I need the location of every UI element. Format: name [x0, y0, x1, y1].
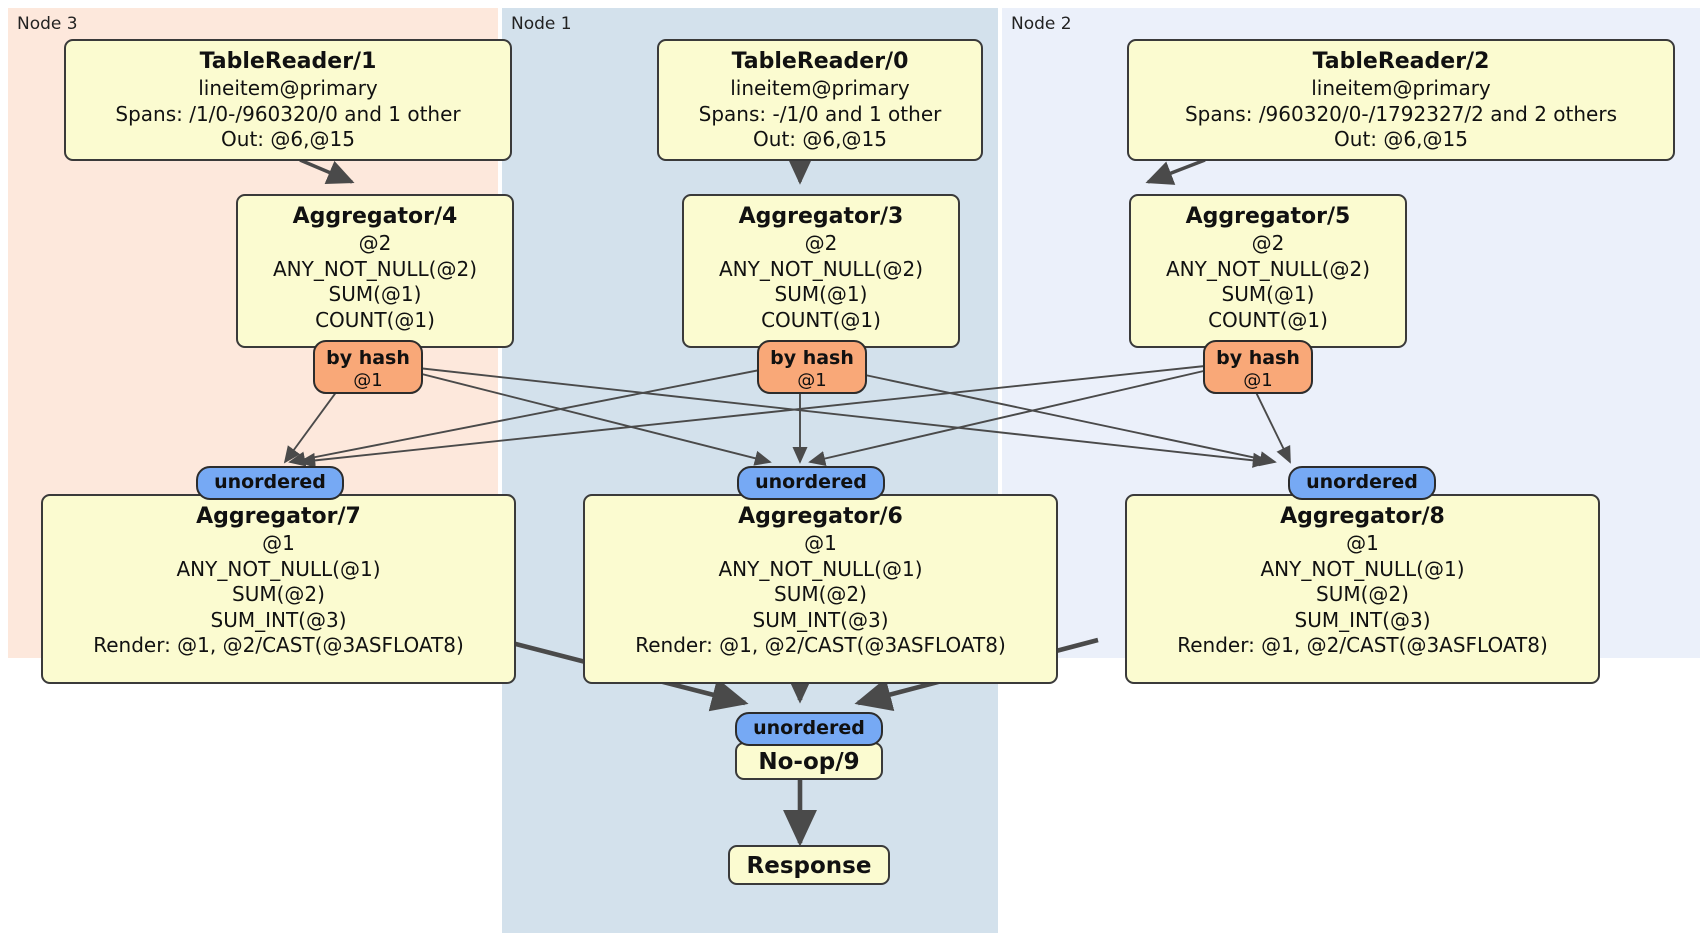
processor-title: Aggregator/5: [1185, 204, 1351, 229]
edge-tablereader2-aggregator5: [1145, 158, 1206, 185]
output-router-column: @1: [797, 370, 827, 391]
processor-detail-line: SUM_INT(@3): [210, 607, 347, 632]
processor-aggregator8[interactable]: Aggregator/8 @1 ANY_NOT_NULL(@1) SUM(@2)…: [1125, 494, 1600, 684]
processor-detail-line: SUM(@1): [1221, 282, 1315, 306]
processor-detail-line: ANY_NOT_NULL(@2): [719, 256, 923, 281]
node-region-label-node2: Node 2: [1011, 14, 1072, 34]
processor-detail-line: @2: [1251, 231, 1285, 255]
input-sync-label: unordered: [214, 471, 326, 493]
output-router-label: by hash: [1216, 347, 1300, 369]
processor-detail-line: SUM(@1): [328, 282, 422, 306]
processor-detail-line: @2: [358, 231, 392, 255]
processor-detail-line: ANY_NOT_NULL(@1): [1260, 556, 1465, 581]
processor-detail-line: SUM(@2): [1316, 582, 1409, 606]
processor-aggregator4[interactable]: Aggregator/4 @2 ANY_NOT_NULL(@2) SUM(@1)…: [236, 194, 514, 348]
output-router-by-hash-right[interactable]: by hash @1: [1203, 340, 1313, 394]
output-router-label: by hash: [326, 347, 410, 369]
edge-tablereader1-aggregator4: [299, 158, 355, 185]
processor-detail-line: Out: @6,@15: [221, 127, 355, 151]
processor-aggregator7[interactable]: Aggregator/7 @1 ANY_NOT_NULL(@1) SUM(@2)…: [41, 494, 516, 684]
processor-aggregator6[interactable]: Aggregator/6 @1 ANY_NOT_NULL(@1) SUM(@2)…: [583, 494, 1058, 684]
edge-tablereader-to-aggregator-group: [299, 157, 1206, 185]
processor-detail-line: Out: @6,@15: [753, 127, 887, 151]
processor-detail-line: lineitem@primary: [1311, 76, 1491, 100]
input-sync-unordered-right[interactable]: unordered: [1288, 466, 1436, 500]
processor-tablereader0[interactable]: TableReader/0 lineitem@primary Spans: -/…: [657, 39, 983, 161]
processor-title: Response: [746, 853, 872, 879]
processor-detail-line: Render: @1, @2/CAST(@3ASFLOAT8): [635, 633, 1006, 657]
processor-detail-line: Render: @1, @2/CAST(@3ASFLOAT8): [1177, 633, 1548, 657]
input-sync-label: unordered: [755, 471, 867, 493]
processor-tablereader1[interactable]: TableReader/1 lineitem@primary Spans: /1…: [64, 39, 512, 161]
processor-title: Aggregator/3: [738, 204, 904, 229]
processor-detail-line: SUM(@1): [774, 282, 868, 306]
processor-response[interactable]: Response: [728, 845, 890, 885]
processor-detail-line: SUM_INT(@3): [752, 607, 889, 632]
input-sync-unordered-final[interactable]: unordered: [735, 712, 883, 746]
input-sync-unordered-left[interactable]: unordered: [196, 466, 344, 500]
output-router-by-hash-left[interactable]: by hash @1: [313, 340, 423, 394]
processor-detail-line: ANY_NOT_NULL(@2): [273, 256, 477, 281]
processor-detail-line: Render: @1, @2/CAST(@3ASFLOAT8): [93, 633, 464, 657]
edge-hash-left-to-unordered-center: [397, 367, 772, 466]
processor-detail-line: Spans: -/1/0 and 1 other: [698, 101, 942, 126]
node-region-label-node1: Node 1: [511, 14, 572, 34]
processor-detail-line: @1: [262, 531, 295, 555]
processor-detail-line: @1: [804, 531, 837, 555]
output-router-by-hash-center[interactable]: by hash @1: [757, 340, 867, 394]
edge-hash-right-to-unordered-center: [808, 369, 1209, 466]
edge-hash-router-group: [283, 365, 1291, 468]
processor-detail-line: @1: [1346, 531, 1379, 555]
processor-detail-line: SUM(@2): [774, 582, 867, 606]
processor-title: TableReader/0: [731, 49, 909, 74]
input-sync-label: unordered: [1306, 471, 1418, 493]
processor-detail-line: COUNT(@1): [1208, 307, 1328, 332]
edge-hash-left-to-unordered-right: [399, 365, 1270, 468]
node-region-label-node3: Node 3: [17, 14, 78, 34]
processor-detail-line: ANY_NOT_NULL(@2): [1166, 256, 1370, 281]
processor-detail-line: COUNT(@1): [761, 307, 881, 332]
processor-noop9[interactable]: No-op/9: [735, 742, 883, 780]
processor-detail-line: Out: @6,@15: [1334, 127, 1468, 151]
processor-detail-line: lineitem@primary: [198, 76, 378, 100]
edge-hash-right-to-unordered-left: [298, 365, 1206, 468]
output-router-column: @1: [353, 370, 383, 391]
edge-hash-center-to-unordered-left: [288, 367, 771, 467]
processor-detail-line: ANY_NOT_NULL(@1): [176, 556, 381, 581]
processor-aggregator3[interactable]: Aggregator/3 @2 ANY_NOT_NULL(@2) SUM(@1)…: [682, 194, 960, 348]
processor-title: Aggregator/8: [1280, 504, 1445, 529]
input-sync-label: unordered: [753, 717, 865, 739]
processor-tablereader2[interactable]: TableReader/2 lineitem@primary Spans: /9…: [1127, 39, 1675, 161]
processor-aggregator5[interactable]: Aggregator/5 @2 ANY_NOT_NULL(@2) SUM(@1)…: [1129, 194, 1407, 348]
processor-title: Aggregator/4: [292, 204, 458, 229]
processor-detail-line: @2: [804, 231, 838, 255]
input-sync-unordered-center[interactable]: unordered: [737, 466, 885, 500]
output-router-column: @1: [1243, 370, 1273, 391]
processor-detail-line: Spans: /960320/0-/1792327/2 and 2 others: [1184, 101, 1617, 126]
processor-detail-line: SUM(@2): [232, 582, 325, 606]
processor-detail-line: lineitem@primary: [730, 76, 910, 100]
edge-hash-center-to-unordered-right: [831, 367, 1277, 467]
processor-title: No-op/9: [758, 749, 860, 775]
processor-detail-line: COUNT(@1): [315, 307, 435, 332]
processor-title: TableReader/2: [1312, 49, 1490, 74]
processor-title: Aggregator/6: [738, 504, 903, 529]
processor-title: Aggregator/7: [196, 504, 361, 529]
processor-title: TableReader/1: [199, 49, 377, 74]
processor-detail-line: SUM_INT(@3): [1294, 607, 1431, 632]
processor-detail-line: ANY_NOT_NULL(@1): [718, 556, 923, 581]
output-router-label: by hash: [770, 347, 854, 369]
processor-detail-line: Spans: /1/0-/960320/0 and 1 other: [115, 101, 461, 126]
